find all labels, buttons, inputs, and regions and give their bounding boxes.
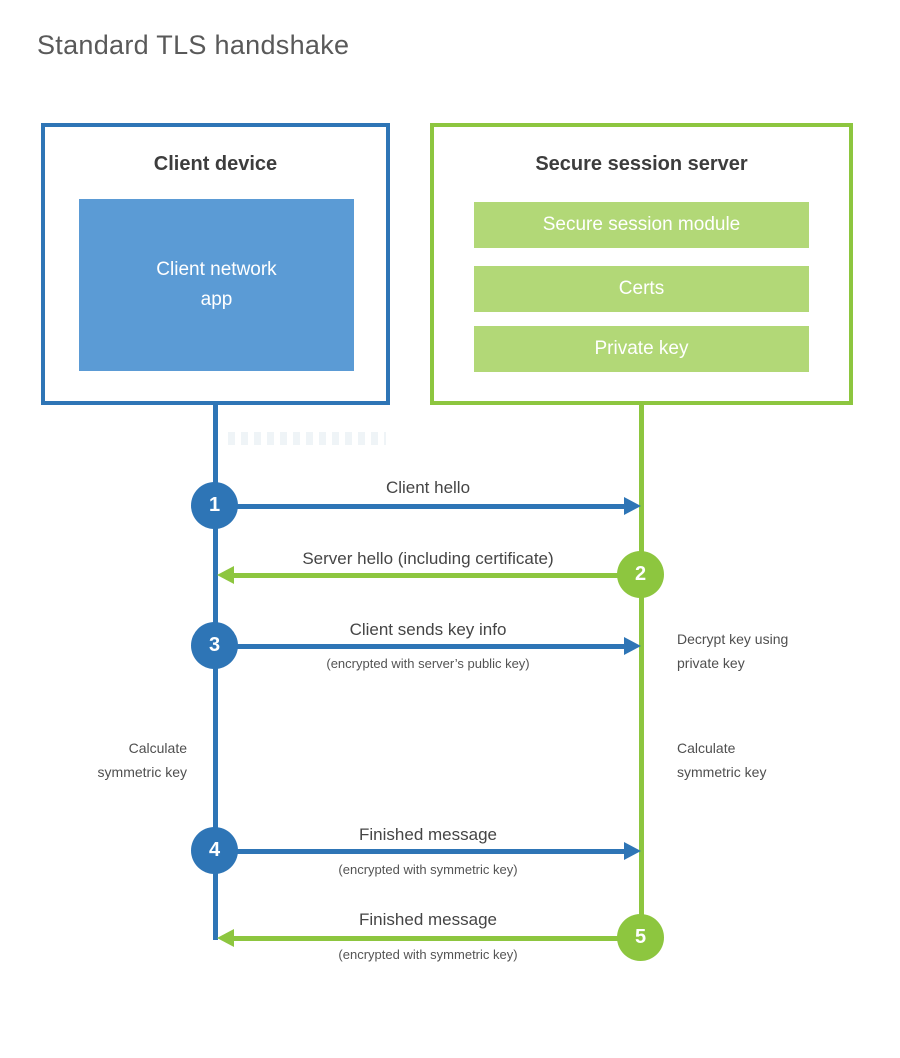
note-calculate-symmetric-key-server: Calculate symmetric key [677, 740, 767, 780]
message-label-4: Finished message [359, 825, 497, 844]
server-module-private-key: Private key [474, 326, 809, 372]
message-label-3: Client sends key info [349, 620, 507, 639]
note-calculate-symmetric-key-client: Calculate symmetric key [97, 740, 187, 780]
note-decrypt-key: Decrypt key using private key [677, 631, 789, 671]
arrowhead-right-icon [624, 497, 641, 515]
client-lifeline [213, 403, 218, 940]
message-line-3 [215, 644, 626, 649]
arrowhead-right-icon [624, 842, 641, 860]
step-circle-5: 5 [617, 914, 664, 961]
server-module-certs: Certs [474, 266, 809, 312]
faint-watermark-dashes [228, 432, 386, 445]
arrowhead-right-icon [624, 637, 641, 655]
message-sublabel-3: (encrypted with server’s public key) [326, 656, 530, 671]
message-line-5 [234, 936, 641, 941]
message-line-1 [215, 504, 626, 509]
secure-session-server-title: Secure session server [535, 153, 748, 175]
message-label-5: Finished message [359, 910, 497, 929]
client-network-app-block: Client network app [79, 199, 354, 371]
step-circle-4: 4 [191, 827, 238, 874]
server-module-secure-session: Secure session module [474, 202, 809, 248]
message-sublabel-4: (encrypted with symmetric key) [338, 862, 518, 877]
page-title: Standard TLS handshake [37, 30, 350, 60]
message-sublabel-5: (encrypted with symmetric key) [338, 947, 518, 962]
step-circle-2: 2 [617, 551, 664, 598]
message-line-4 [215, 849, 626, 854]
client-device-box: Client device Client network app [41, 123, 390, 405]
message-line-2 [234, 573, 641, 578]
arrowhead-left-icon [217, 929, 234, 947]
client-device-title: Client device [153, 153, 278, 175]
arrowhead-left-icon [217, 566, 234, 584]
message-label-2: Server hello (including certificate) [302, 549, 554, 568]
server-lifeline [639, 403, 644, 938]
step-circle-3: 3 [191, 622, 238, 669]
step-circle-1: 1 [191, 482, 238, 529]
message-label-1: Client hello [385, 478, 471, 497]
secure-session-server-box: Secure session server Secure session mod… [430, 123, 853, 405]
